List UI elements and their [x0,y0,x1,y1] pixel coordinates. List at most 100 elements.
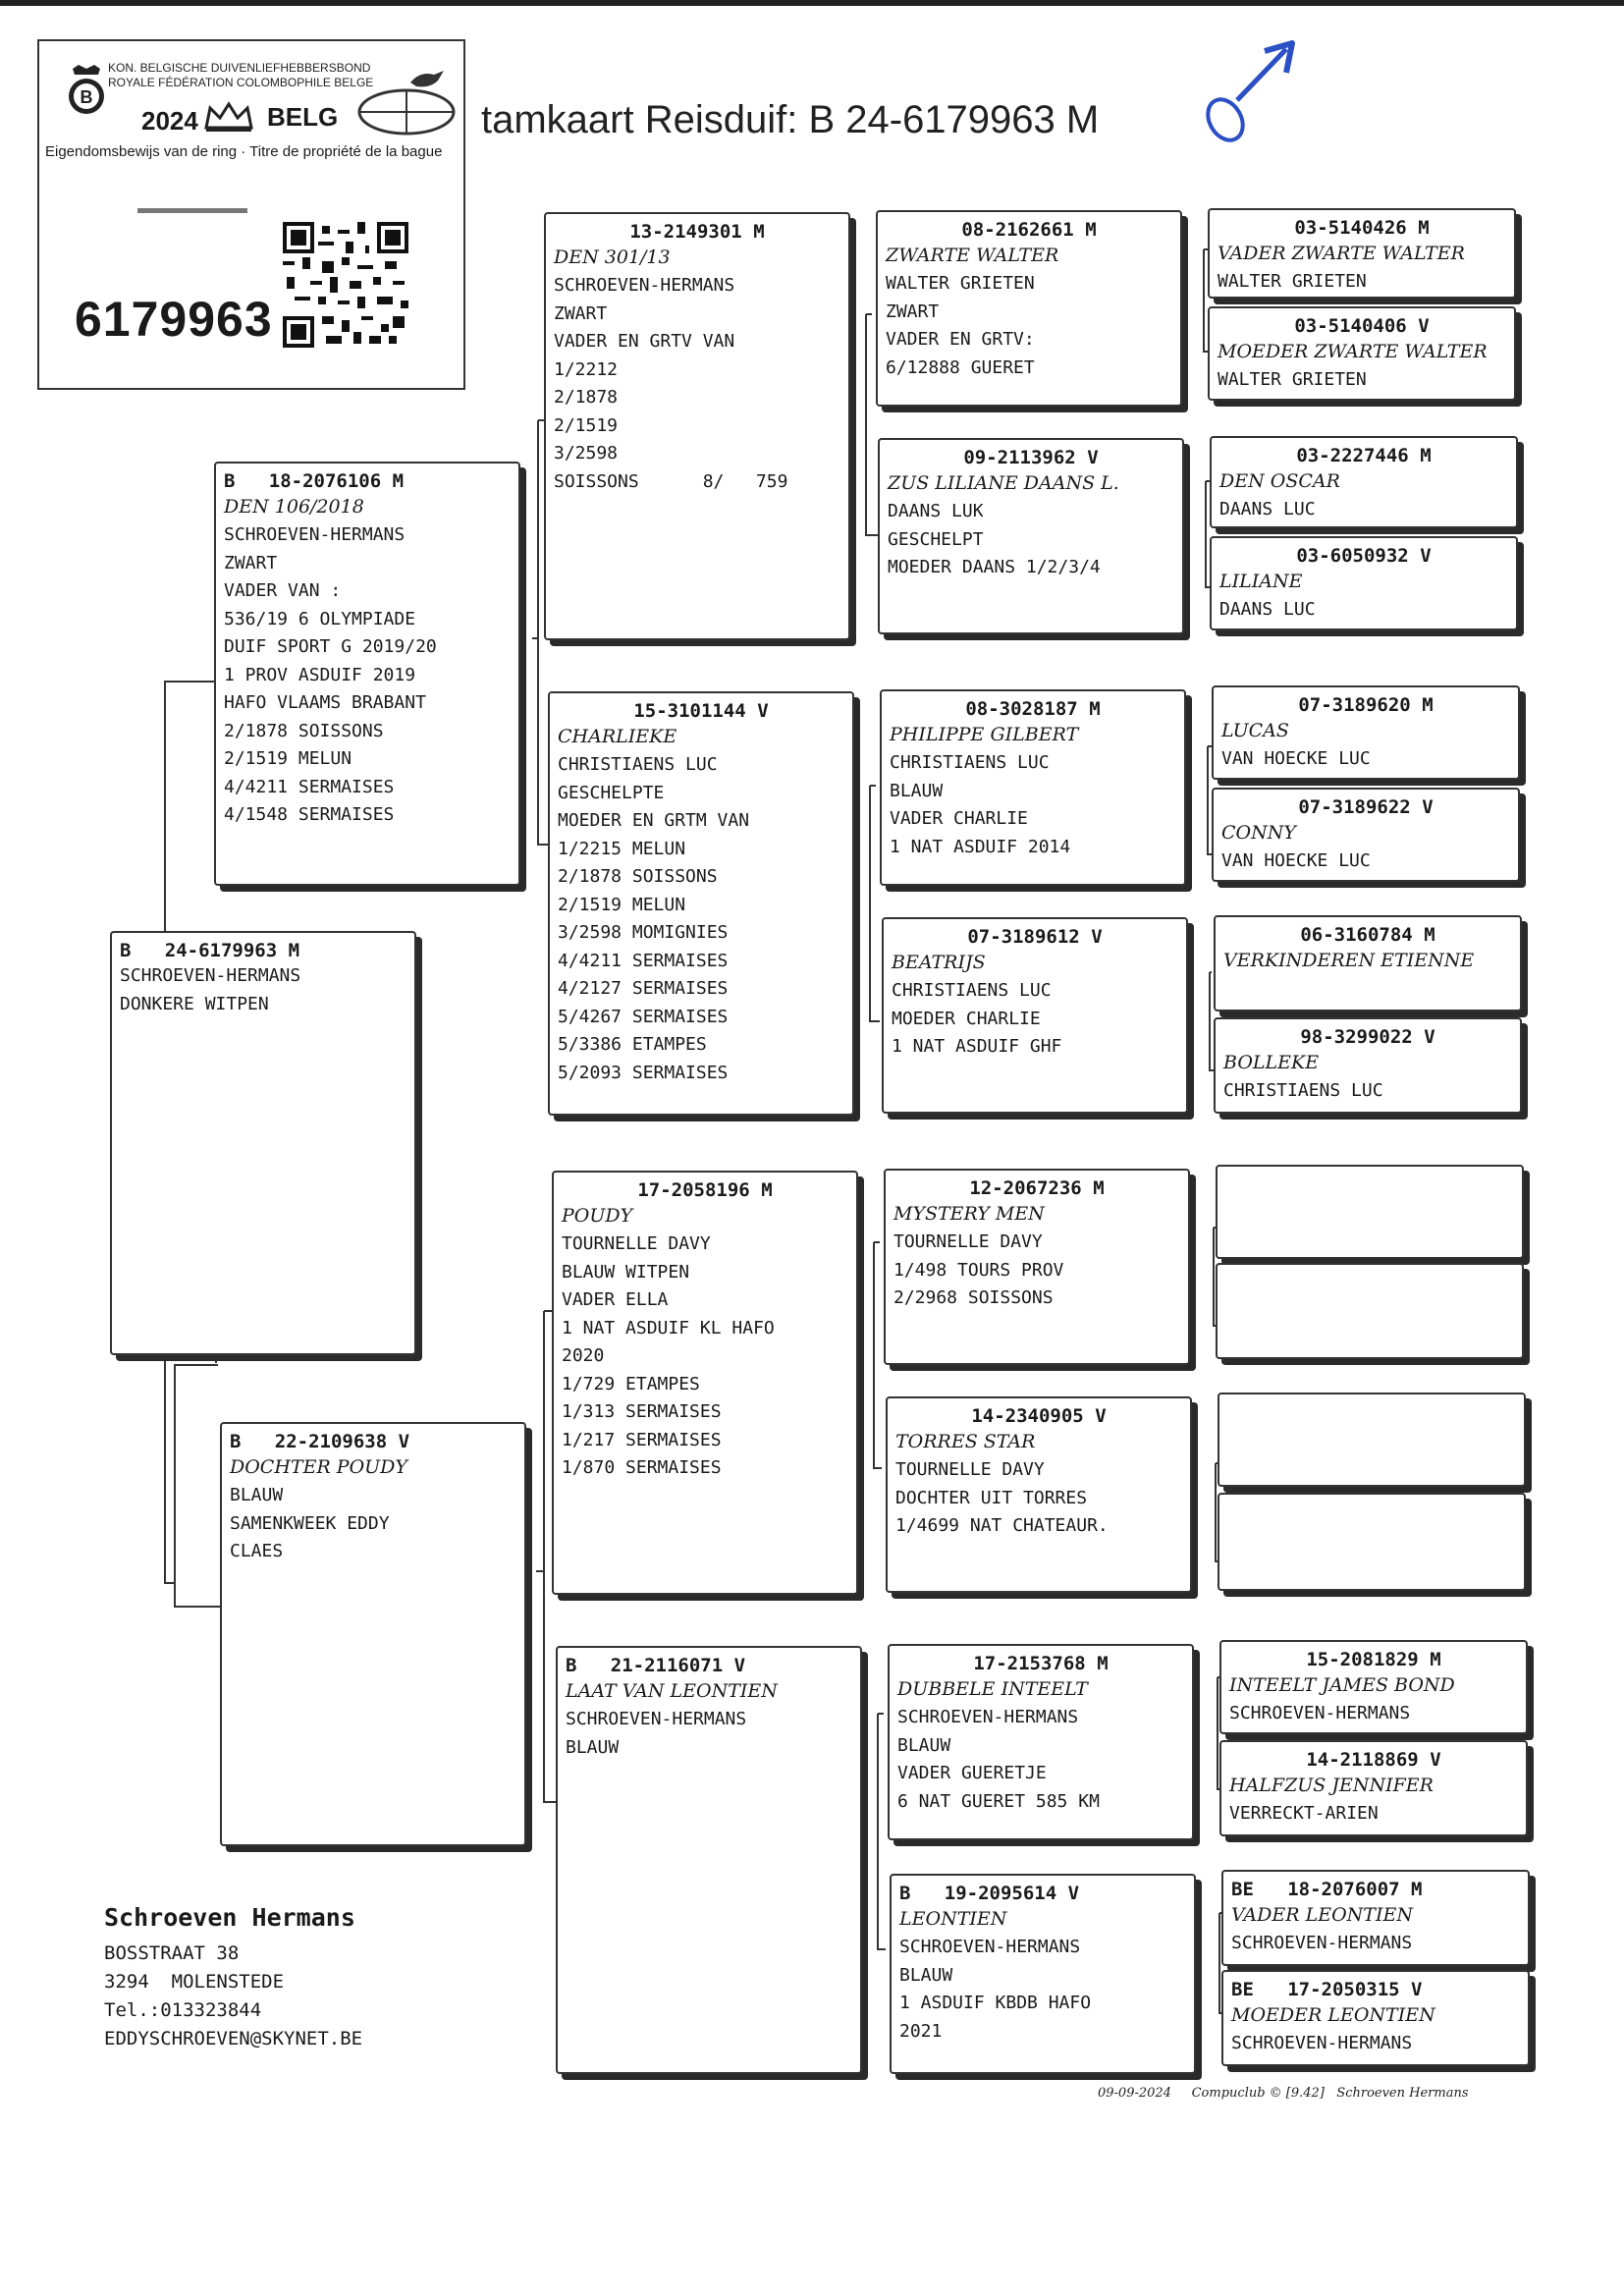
info-line: VADER EN GRTV VAN [554,331,735,352]
info-line: 2021 [899,2020,943,2042]
pigeon-name: INTEELT JAMES BOND [1229,1674,1455,1696]
info-line: DAANS LUK [888,501,984,521]
info-line: 1 PROV ASDUIF 2019 [224,664,416,685]
pedigree-box-sire-dam[interactable]: 15-3101144 V CHARLIEKE CHRISTIAENS LUC G… [548,691,854,1116]
pedigree-box-g4-13[interactable]: 15-2081829 M INTEELT JAMES BOND SCHROEVE… [1219,1640,1528,1734]
pedigree-box-sss[interactable]: 08-2162661 M ZWARTE WALTER WALTER GRIETE… [876,210,1182,407]
pedigree-box-dam[interactable]: B 22-2109638 V DOCHTER POUDY BLAUW SAMEN… [220,1422,526,1846]
pedigree-box-g4-2[interactable]: 03-5140406 V MOEDER ZWARTE WALTER WALTER… [1208,306,1516,401]
pigeon-name: DEN OSCAR [1219,470,1340,492]
owner-address: BOSSTRAAT 38 [104,1942,240,1964]
info-line: 4/4211 SERMAISES [224,776,395,797]
info-line: 1 NAT ASDUIF KL HAFO [562,1317,775,1339]
info-line: VAN HOECKE LUC [1221,748,1371,769]
ring-header: 03-5140426 M [1294,217,1430,239]
ring-header: B 24-6179963 M [120,940,300,961]
info-line: CLAES [230,1541,284,1561]
info-line: 1 NAT ASDUIF 2014 [890,836,1071,857]
info-line: SOISSONS 8/ 759 [554,470,788,492]
pedigree-box-g4-9-empty[interactable] [1216,1165,1524,1259]
pedigree-box-ddd[interactable]: B 19-2095614 V LEONTIEN SCHROEVEN-HERMAN… [890,1874,1196,2074]
pedigree-box-g4-5[interactable]: 07-3189620 M LUCAS VAN HOECKE LUC [1212,685,1520,780]
federation-name-nl: KON. BELGISCHE DUIVENLIEFHEBBERSBOND [108,61,371,75]
pedigree-box-g4-16[interactable]: BE 17-2050315 V MOEDER LEONTIEN SCHROEVE… [1221,1970,1530,2066]
pigeon-name: VADER ZWARTE WALTER [1218,243,1465,264]
info-line: MOEDER CHARLIE [892,1008,1041,1029]
ring-header: 08-2162661 M [961,219,1097,241]
ring-header: B 22-2109638 V [230,1431,410,1452]
pigeon-name: HALFZUS JENNIFER [1229,1775,1434,1796]
info-line: SCHROEVEN-HERMANS [1229,1703,1411,1723]
pedigree-box-g4-1[interactable]: 03-5140426 M VADER ZWARTE WALTER WALTER … [1208,208,1516,299]
pigeon-name: VADER LEONTIEN [1231,1904,1413,1926]
pigeon-name: DOCHTER POUDY [230,1456,407,1478]
info-line: BLAUW [566,1736,620,1758]
pedigree-box-ssd[interactable]: 09-2113962 V ZUS LILIANE DAANS L. DAANS … [878,438,1184,634]
info-line: 1/498 TOURS PROV [893,1259,1064,1281]
pigeon-name: LUCAS [1221,720,1289,741]
pedigree-box-g4-3[interactable]: 03-2227446 M DEN OSCAR DAANS LUC [1210,436,1518,528]
male-symbol-icon [1206,40,1295,142]
info-line: 2/1878 SOISSONS [558,866,718,887]
ring-header: 06-3160784 M [1300,924,1435,946]
signature-stroke [137,208,247,213]
info-line: 1/729 ETAMPES [562,1373,700,1394]
pedigree-box-g4-6[interactable]: 07-3189622 V CONNY VAN HOECKE LUC [1212,788,1520,882]
top-border [0,0,1624,6]
pigeon-name: MOEDER ZWARTE WALTER [1218,341,1488,362]
pigeon-name: POUDY [562,1205,633,1227]
pedigree-box-g4-12-empty[interactable] [1218,1493,1526,1591]
pigeon-name: VERKINDEREN ETIENNE [1223,950,1475,971]
pedigree-box-dss[interactable]: 12-2067236 M MYSTERY MEN TOURNELLE DAVY … [884,1169,1190,1365]
pedigree-box-g4-14[interactable]: 14-2118869 V HALFZUS JENNIFER VERRECKT-A… [1219,1740,1528,1836]
info-line: BLAUW WITPEN [562,1261,690,1283]
pedigree-box-sds[interactable]: 08-3028187 M PHILIPPE GILBERT CHRISTIAEN… [880,689,1186,886]
pedigree-box-g4-7[interactable]: 06-3160784 M VERKINDEREN ETIENNE [1214,915,1522,1011]
info-line: SAMENKWEEK EDDY [230,1512,390,1534]
info-line: 1/313 SERMAISES [562,1401,722,1422]
pedigree-box-dam-dam[interactable]: B 21-2116071 V LAAT VAN LEONTIEN SCHROEV… [556,1646,862,2074]
info-line: TOURNELLE DAVY [562,1233,711,1254]
pigeon-name: MYSTERY MEN [893,1203,1045,1225]
info-line: MOEDER EN GRTM VAN [558,810,750,831]
ring-header: 15-2081829 M [1306,1649,1441,1670]
info-line: DUIF SPORT G 2019/20 [224,636,437,657]
ring-ownership-card: B KON. BELGISCHE DUIVENLIEFHEBBERSBOND R… [37,39,465,390]
pigeon-name: ZUS LILIANE DAANS L. [888,472,1119,494]
pedigree-box-dam-sire[interactable]: 17-2058196 M POUDY TOURNELLE DAVY BLAUW … [552,1171,858,1595]
pedigree-box-sdd[interactable]: 07-3189612 V BEATRIJS CHRISTIAENS LUC MO… [882,917,1188,1114]
pedigree-box-dsd[interactable]: 14-2340905 V TORRES STAR TOURNELLE DAVY … [886,1396,1192,1593]
info-line: 4/4211 SERMAISES [558,950,729,971]
ring-header: 07-3189612 V [967,926,1103,948]
pedigree-box-g4-4[interactable]: 03-6050932 V LILIANE DAANS LUC [1210,536,1518,630]
info-line: 4/1548 SERMAISES [224,804,395,825]
info-line: SCHROEVEN-HERMANS [897,1707,1079,1727]
info-line: VADER EN GRTV: [886,329,1035,350]
pigeon-name: TORRES STAR [895,1431,1036,1452]
ring-country: BELG [267,102,339,132]
ring-header: 98-3299022 V [1300,1026,1435,1048]
info-line: TOURNELLE DAVY [893,1231,1043,1252]
page-title: tamkaart Reisduif: B 24-6179963 M [481,98,1100,141]
pedigree-box-sire-sire[interactable]: 13-2149301 M DEN 301/13 SCHROEVEN-HERMAN… [544,212,850,640]
info-line: BLAUW [230,1485,284,1505]
pedigree-box-subject[interactable]: B 24-6179963 M SCHROEVEN-HERMANS DONKERE… [110,931,416,1355]
info-line: BLAUW [897,1734,951,1756]
info-line: ZWART [554,302,608,324]
pedigree-box-sire[interactable]: B 18-2076106 M DEN 106/2018 SCHROEVEN-HE… [214,462,520,886]
pedigree-box-dds[interactable]: 17-2153768 M DUBBELE INTEELT SCHROEVEN-H… [888,1644,1194,1840]
federation-name: KON. BELGISCHE DUIVENLIEFHEBBERSBOND ROY… [108,61,373,90]
pedigree-box-g4-8[interactable]: 98-3299022 V BOLLEKE CHRISTIAENS LUC [1214,1017,1522,1114]
pedigree-box-g4-15[interactable]: BE 18-2076007 M VADER LEONTIEN SCHROEVEN… [1221,1870,1530,1966]
ring-header: 03-5140406 V [1294,315,1430,337]
pedigree-box-g4-10-empty[interactable] [1216,1263,1524,1359]
pigeon-name: CHARLIEKE [558,726,677,747]
pigeon-name: DEN 106/2018 [224,496,364,518]
ring-header: 07-3189620 M [1298,694,1434,716]
info-line: CHRISTIAENS LUC [1223,1080,1383,1101]
owner-contact-block: Schroeven Hermans BOSSTRAAT 38 3294 MOLE… [104,1903,362,2053]
pedigree-box-g4-11-empty[interactable] [1218,1393,1526,1487]
info-line: CHRISTIAENS LUC [892,980,1052,1001]
info-line: 1/217 SERMAISES [562,1429,722,1450]
info-line: 4/2127 SERMAISES [558,978,729,999]
